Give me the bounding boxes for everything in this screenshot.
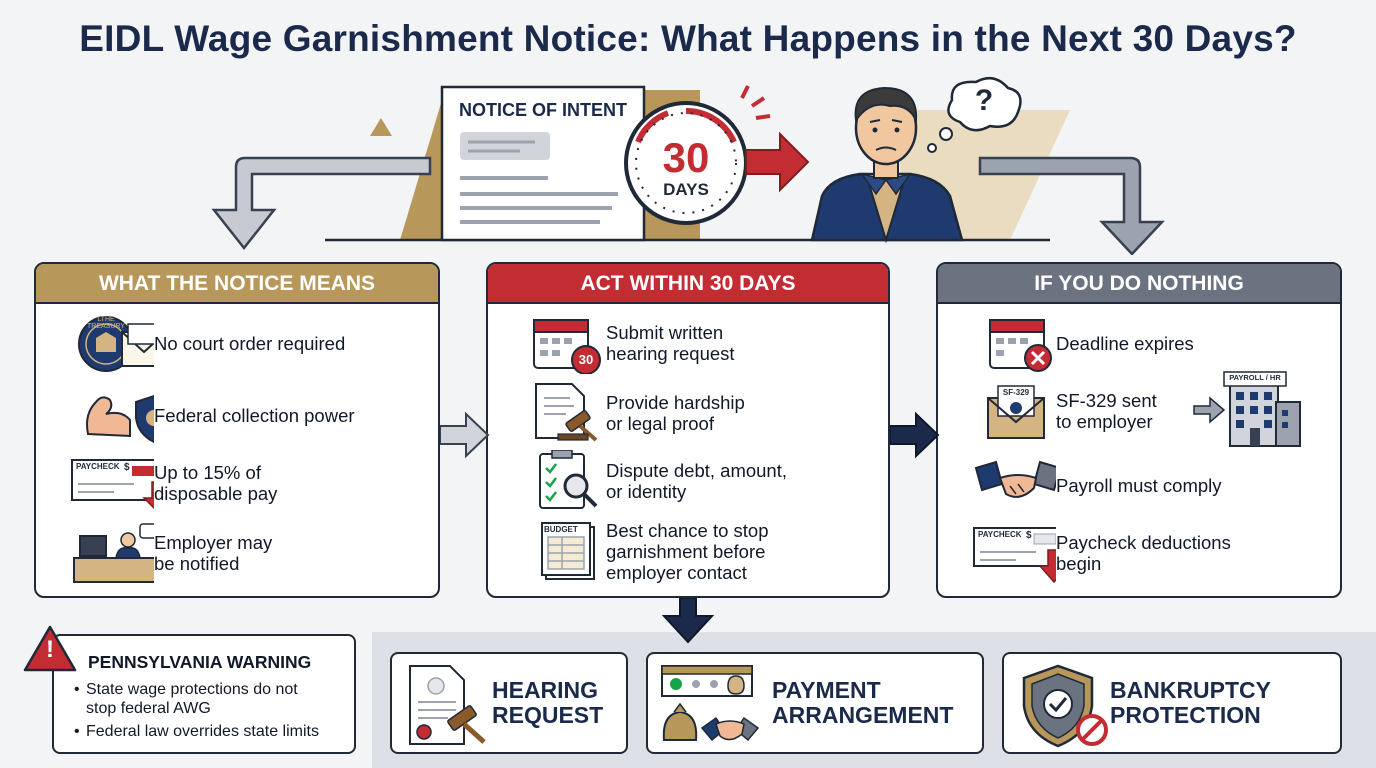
arrow-middle-to-right [890,411,940,459]
muscle-shield-icon [44,384,173,446]
thought-question-mark: ? [974,84,994,117]
panel-what-notice-means: WHAT THE NOTICE MEANS LTHE TREASURY No c… [34,262,440,598]
warning-title: PENNSYLVANIA WARNING [88,652,312,672]
arrow-to-options [661,598,715,644]
list-item: Dispute debt, amount,or identity [496,449,787,512]
item-text: Federal collection power [154,404,355,426]
red-arrow-icon [745,131,810,193]
worried-person-icon [810,86,964,244]
hearing-document-gavel-icon [409,665,486,745]
thought-bubble-icon [927,76,1022,153]
panel-heading: WHAT THE NOTICE MEANS [36,264,438,304]
warning-item: •Federal law overrides state limits [74,723,319,740]
item-text: No court order required [154,332,346,354]
handshake-icon [946,454,1062,516]
sf329-envelope-icon: SF-329 [946,380,1056,442]
warning-mark: ! [46,636,54,663]
decor-triangle [370,118,392,136]
list-item: Payroll must comply [946,454,1222,516]
arrow-left-to-middle [440,411,490,459]
calendar-x-icon [946,312,1056,374]
panel-heading: IF YOU DO NOTHING [938,264,1340,304]
employer-desk-icon [44,522,171,584]
budget-papers-icon: BUDGET [496,521,606,583]
payroll-building-label: PAYROLL / HR [1229,373,1281,382]
shield-check-prohibited-icon [1022,664,1108,748]
timer-number: 30 [662,134,710,181]
paycheck-down-arrow-icon: PAYCHECK $ [946,522,1070,584]
checklist-magnifier-icon [496,449,606,512]
timer-unit: DAYS [663,180,709,199]
calendar-moneybag-handshake-icon [661,665,760,742]
item-text: Deadline expires [1056,332,1194,354]
arrow-to-left-column [211,156,432,251]
arrow-to-right-column [978,156,1165,255]
item-text: Payroll must comply [1056,474,1222,496]
panel-heading: ACT WITHIN 30 DAYS [488,264,888,304]
header-illustration [211,76,1165,255]
paycheck-down-arrow-icon: PAYCHECK $ [44,452,174,514]
notice-document-title: NOTICE OF INTENT [459,100,627,120]
payroll-building-icon [1193,371,1301,447]
warning-triangle-icon [23,625,77,672]
document-gavel-icon [496,382,606,444]
calendar-30-icon: 30 [496,312,606,375]
page-title: EIDL Wage Garnishment Notice: What Happe… [79,18,1297,59]
list-item: Deadline expires [946,312,1194,374]
list-item: Federal collection power [44,384,355,446]
panel-if-you-do-nothing: IF YOU DO NOTHING Deadline expires [936,262,1342,598]
pennsylvania-warning-box: PENNSYLVANIA WARNING •State wage protect… [52,634,356,754]
item-text: Dispute debt, amount,or identity [606,460,787,502]
treasury-seal-envelope-icon: LTHE TREASURY [44,312,167,374]
list-item: LTHE TREASURY No court order required [44,312,345,374]
